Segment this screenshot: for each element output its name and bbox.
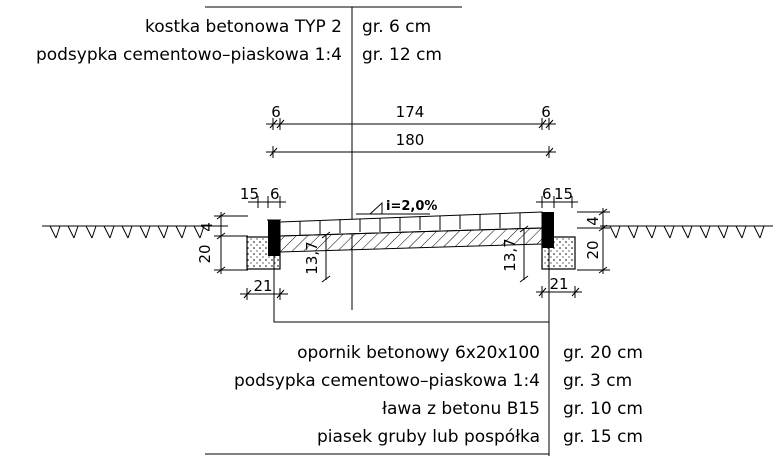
dim-right-20: 20 (584, 240, 602, 259)
dim-top-right: 6 (541, 103, 551, 121)
dim-right-6: 6 (542, 185, 552, 203)
bottom-leader (205, 248, 550, 456)
bottom-layer-3-thickness: gr. 10 cm (563, 399, 643, 419)
left-curb (246, 219, 281, 270)
dim-left-15: 15 (240, 185, 259, 203)
bottom-layer-1-name: opornik betonowy 6x20x100 (297, 343, 540, 363)
top-dimensions (266, 118, 556, 158)
slope-label: i=2,0% (386, 199, 437, 214)
top-layer-table: kostka betonowa TYP 2 gr. 6 cm podsypka … (36, 6, 462, 310)
dim-top-mid: 174 (396, 103, 425, 121)
dim-left-4: 4 (198, 222, 216, 232)
bottom-layer-2-thickness: gr. 3 cm (563, 371, 632, 391)
ground-left (42, 225, 228, 239)
dim-right-21: 21 (549, 275, 568, 293)
top-layer-1-thickness: gr. 6 cm (362, 17, 431, 37)
slope-indicator (356, 201, 430, 215)
dim-left-20: 20 (196, 244, 214, 263)
dim-top-left: 6 (271, 103, 281, 121)
dim-right-137: 13,7 (501, 238, 519, 271)
dim-left-137: 13,7 (303, 241, 321, 274)
dim-total: 180 (396, 131, 425, 149)
bottom-layer-2-name: podsypka cementowo–piaskowa 1:4 (234, 371, 540, 391)
dim-right-4: 4 (584, 216, 602, 226)
top-layer-1-name: kostka betonowa TYP 2 (145, 17, 342, 37)
bottom-layer-1-thickness: gr. 20 cm (563, 343, 643, 363)
dim-left-21: 21 (253, 277, 272, 295)
bottom-layer-4-name: piasek gruby lub pospółka (317, 427, 540, 447)
dim-right-15: 15 (554, 185, 573, 203)
bottom-layer-3-name: ława z betonu B15 (382, 399, 540, 419)
dim-left-6: 6 (270, 185, 280, 203)
bottom-layer-4-thickness: gr. 15 cm (563, 427, 643, 447)
bottom-layer-table: opornik betonowy 6x20x100 gr. 20 cm pods… (234, 343, 643, 447)
side-dimensions (214, 196, 610, 300)
top-layer-2-thickness: gr. 12 cm (362, 45, 442, 65)
right-curb (541, 212, 576, 270)
top-layer-2-name: podsypka cementowo–piaskowa 1:4 (36, 45, 342, 65)
ground-right (600, 225, 773, 239)
